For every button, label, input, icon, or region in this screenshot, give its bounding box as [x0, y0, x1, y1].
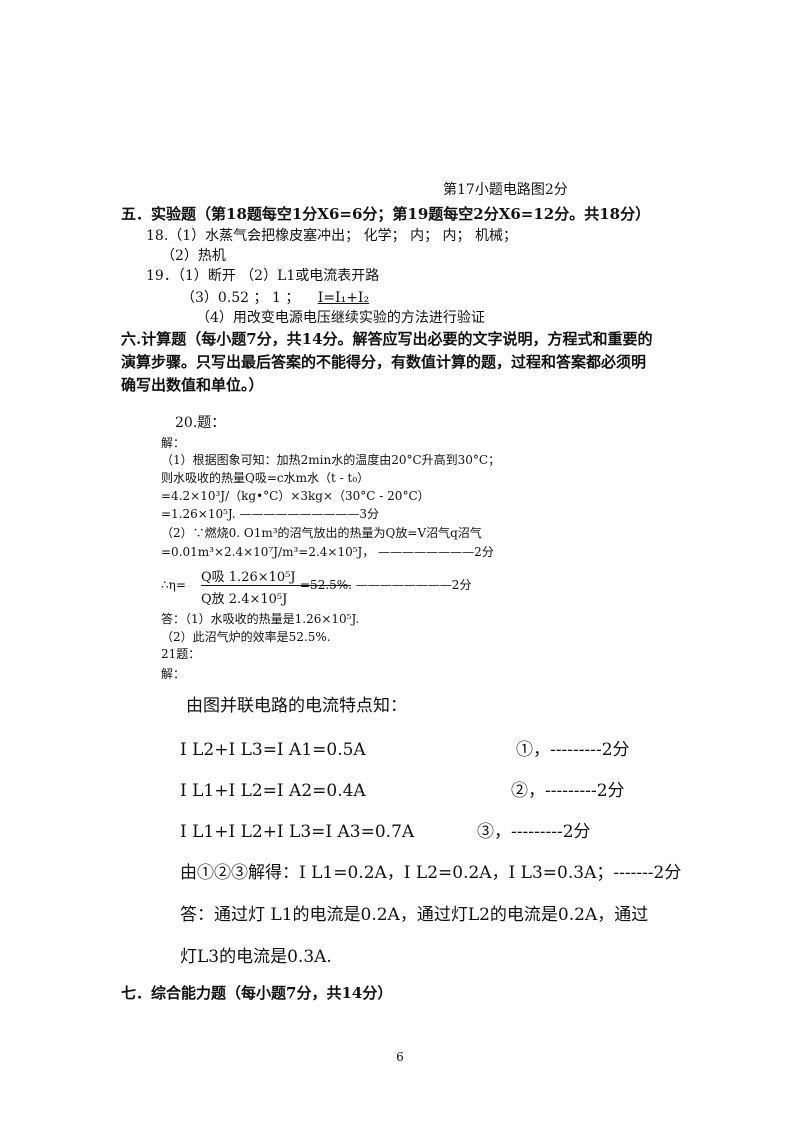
q21-answer-2: 灯L3的电流是0.3A. — [180, 947, 332, 967]
q21-heading: 21题： — [161, 647, 201, 661]
note-q17: 第17小题电路图2分 — [443, 182, 568, 198]
q21-eq2-mark: ②，---------2分 — [511, 781, 625, 801]
q21-eq1: I L2+I L3=I A1=0.5A — [180, 740, 366, 760]
q21-eq3: I L1+I L2+I L3=I A3=0.7A — [180, 822, 415, 842]
q21-eq2: I L1+I L2=I A2=0.4A — [180, 781, 366, 801]
q20-line-1: （1）根据图象可知：加热2min水的温度由20°C升高到30°C； — [161, 453, 501, 467]
q20-line-5: （2）∵燃烧0. O1m³的沼气放出的热量为Q放=V沼气q沼气 — [161, 526, 482, 540]
efficiency-numerator: Q吸 1.26×10⁵J — [201, 570, 296, 585]
q21-eq1-mark: ①，---------2分 — [516, 740, 630, 760]
efficiency-fraction: Q吸 1.26×10⁵J Q放 2.4×10⁵J — [187, 566, 351, 607]
q20-heading: 20.题： — [175, 415, 226, 431]
section7-title: 七．综合能力题（每小题7分，共14分） — [121, 984, 393, 1002]
section6-title-line1: 六.计算题（每小题7分，共14分。解答应写出必要的文字说明，方程式和重要的 — [121, 330, 653, 348]
q21-solve: 由①②③解得：I L1=0.2A，I L2=0.2A，I L3=0.3A；---… — [180, 863, 682, 883]
q21-answer-1: 答：通过灯 L1的电流是0.2A，通过灯L2的电流是0.2A，通过 — [180, 905, 649, 925]
q20-line-4: =1.26×10⁵J. ——————————3分 — [161, 507, 380, 521]
q20-line-3: =4.2×10³J/（kg•°C）×3kg×（30°C - 20°C） — [161, 489, 430, 503]
efficiency-denominator: Q放 2.4×10⁵J — [201, 592, 288, 607]
section6-title-line3: 确写出数值和单位。） — [121, 376, 264, 394]
q21-eq3-mark: ③，---------2分 — [477, 822, 591, 842]
q20-line-6: =0.01m³×2.4×10⁷J/m³=2.4×10⁵J， ————————2分 — [161, 545, 494, 559]
q21-solution-label: 解： — [161, 667, 186, 681]
fraction-bar — [201, 585, 351, 586]
q20-line-2: 则水吸收的热量Q吸=c水m水（t - t₀） — [161, 471, 370, 485]
section5-title: 五．实验题（第18题每空1分X6=6分；第19题每空2分X6=12分。共18分） — [121, 205, 651, 223]
q19-answer-3: （3）0.52 ； 1 ； I=I₁+I₂ — [181, 290, 369, 307]
q19-answer-1: 19．（1）断开 （2）L1或电流表开路 — [146, 268, 380, 284]
efficiency-prefix: ∴η= — [161, 578, 186, 592]
q18-answer-1: 18.（1）水蒸气会把橡皮塞冲出； 化学； 内； 内； 机械； — [146, 228, 517, 244]
efficiency-result: =52.5%. ————————2分 — [300, 578, 472, 592]
q21-intro: 由图并联电路的电流特点知： — [186, 696, 407, 716]
q18-answer-2: （2）热机 — [161, 248, 226, 264]
q19-answer-4: （4）用改变电源电压继续实验的方法进行验证 — [196, 310, 485, 326]
q20-answer-1: 答：（1）水吸收的热量是1.26×10⁵J. — [161, 612, 360, 626]
q20-solution-label: 解： — [161, 436, 186, 450]
q19-answer-3-values: （3）0.52 ； 1 ； — [181, 290, 300, 306]
page-number: 6 — [396, 1050, 404, 1064]
q19-answer-3-formula: I=I₁+I₂ — [317, 290, 370, 306]
q20-answer-2: （2）此沼气炉的效率是52.5%. — [161, 630, 331, 644]
section6-title-line2: 演算步骤。只写出最后答案的不能得分，有数值计算的题，过程和答案都必须明 — [121, 353, 647, 371]
